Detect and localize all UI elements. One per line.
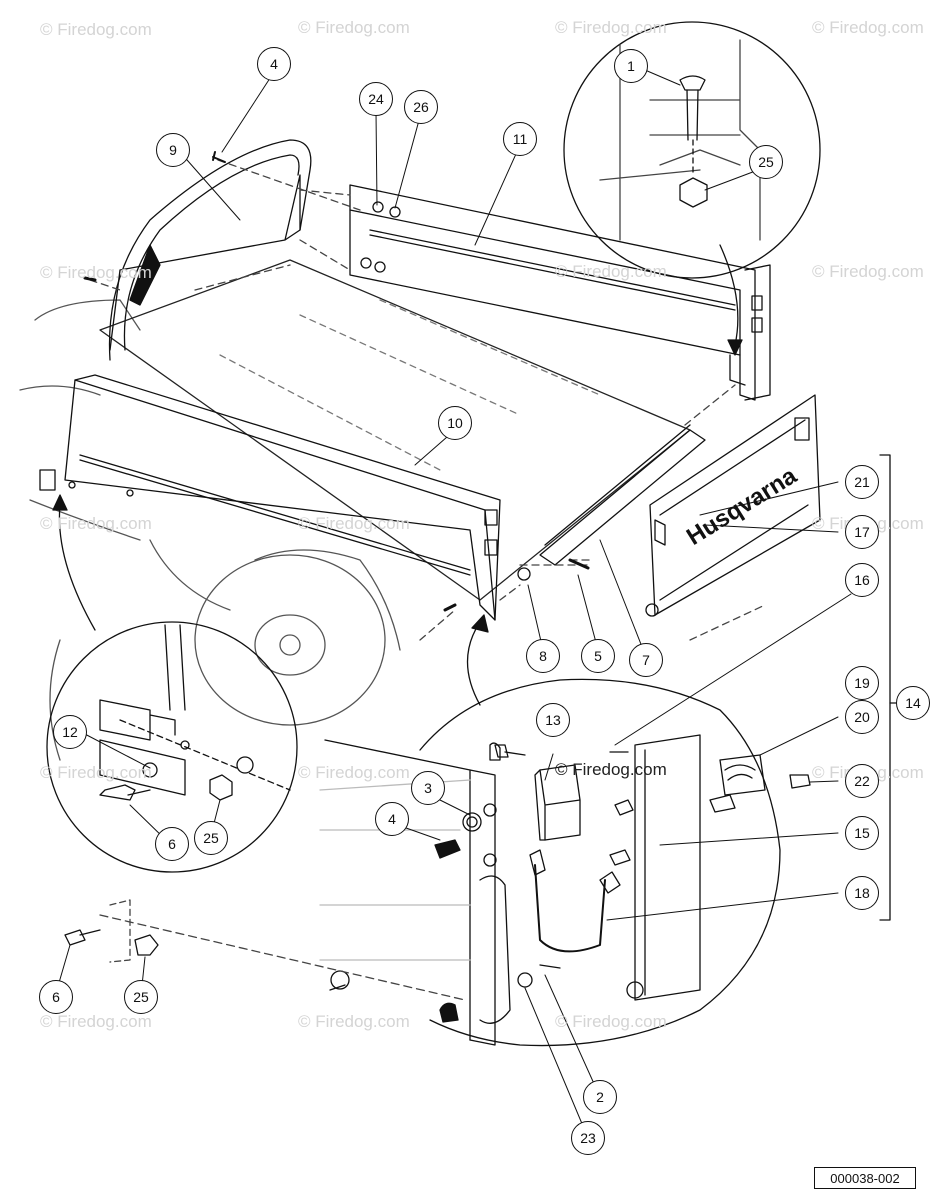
watermark: © Firedog.com xyxy=(40,1012,152,1031)
callout-22: 22 xyxy=(845,764,879,798)
watermark: © Firedog.com xyxy=(812,18,924,37)
detail-circle-top xyxy=(563,21,821,279)
vehicle-body xyxy=(19,299,401,761)
watermark: © Firedog.com xyxy=(555,18,667,37)
callout-1: 1 xyxy=(614,49,648,83)
assembly-bracket-14 xyxy=(879,454,891,921)
callout-10: 10 xyxy=(438,406,472,440)
callout-26: 26 xyxy=(404,90,438,124)
callout-18: 18 xyxy=(845,876,879,910)
bolt-4-top xyxy=(212,151,226,163)
watermark: © Firedog.com xyxy=(555,262,667,281)
drawing-code: 000038-002 xyxy=(814,1167,916,1189)
arrow-detail-top xyxy=(719,244,739,346)
cable xyxy=(534,864,606,953)
callout-25-left: 25 xyxy=(194,821,228,855)
callout-23: 23 xyxy=(571,1121,605,1155)
rail xyxy=(539,429,706,566)
callout-2: 2 xyxy=(583,1080,617,1114)
callout-4-bottom: 4 xyxy=(375,802,409,836)
watermark: © Firedog.com xyxy=(298,514,410,533)
block-13 xyxy=(539,764,581,841)
callout-15: 15 xyxy=(845,816,879,850)
callout-6-bottom: 6 xyxy=(39,980,73,1014)
watermark: © Firedog.com xyxy=(40,20,152,39)
callout-25-top: 25 xyxy=(749,145,783,179)
bed-floor xyxy=(99,259,691,601)
callout-13: 13 xyxy=(536,703,570,737)
callout-12: 12 xyxy=(53,715,87,749)
callout-7: 7 xyxy=(629,643,663,677)
callout-6-left: 6 xyxy=(155,827,189,861)
watermark: © Firedog.com xyxy=(555,1012,667,1031)
callout-24: 24 xyxy=(359,82,393,116)
callout-19: 19 xyxy=(845,666,879,700)
detail-circle-left xyxy=(46,621,298,873)
callout-11: 11 xyxy=(503,122,537,156)
watermark: © Firedog.com xyxy=(298,763,410,782)
watermark: © Firedog.com xyxy=(298,18,410,37)
callout-20: 20 xyxy=(845,700,879,734)
watermark: © Firedog.com xyxy=(40,763,152,782)
callout-16: 16 xyxy=(845,563,879,597)
watermark: © Firedog.com xyxy=(812,262,924,281)
watermark: © Firedog.com xyxy=(298,1012,410,1031)
side-panel-left xyxy=(349,184,756,401)
callout-8: 8 xyxy=(526,639,560,673)
callout-5: 5 xyxy=(581,639,615,673)
detail-circle-bottom xyxy=(419,678,781,1047)
callout-3: 3 xyxy=(411,771,445,805)
tailgate xyxy=(649,394,821,616)
watermark: © Firedog.com xyxy=(40,263,152,282)
watermark: © Firedog.com xyxy=(40,514,152,533)
vehicle-hub xyxy=(254,614,326,676)
callout-17: 17 xyxy=(845,515,879,549)
side-panel-right xyxy=(64,379,496,621)
arrow-detail-bottom xyxy=(466,621,481,706)
vehicle-wheel xyxy=(194,554,386,726)
callout-4-top: 4 xyxy=(257,47,291,81)
center-watermark: © Firedog.com xyxy=(555,760,667,779)
callout-21: 21 xyxy=(845,465,879,499)
callout-14: 14 xyxy=(896,686,930,720)
arrow-detail-left xyxy=(58,504,96,631)
callout-25-bottom: 25 xyxy=(124,980,158,1014)
front-handle xyxy=(108,139,312,361)
callout-9: 9 xyxy=(156,133,190,167)
